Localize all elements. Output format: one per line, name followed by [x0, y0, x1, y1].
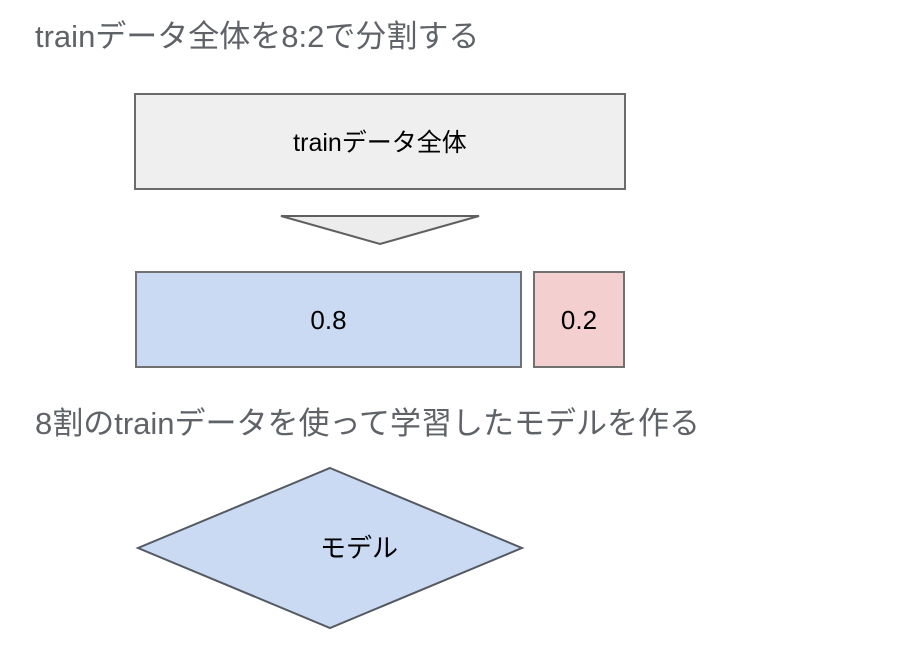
caption-split-description: trainデータ全体を8:2で分割する	[35, 19, 480, 54]
node-train-all: trainデータ全体	[134, 93, 626, 190]
caption-model-description: 8割のtrainデータを使って学習したモデルを作る	[35, 406, 700, 441]
node-train-all-label: trainデータ全体	[293, 128, 467, 157]
down-arrow-icon-svg	[280, 215, 480, 246]
down-arrow-icon	[276, 210, 484, 250]
node-valid-split-02-label: 0.2	[560, 304, 598, 335]
node-model-diamond-svg	[135, 466, 525, 630]
node-model: モデル	[130, 460, 530, 636]
node-train-split-08: 0.8	[135, 271, 522, 368]
node-train-split-08-label: 0.8	[310, 304, 347, 335]
node-valid-split-02: 0.2	[533, 271, 625, 368]
